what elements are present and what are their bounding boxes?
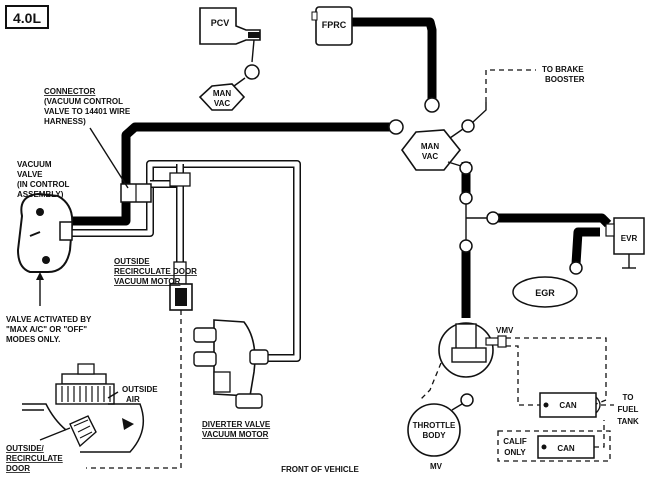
evr-label: EVR xyxy=(621,234,638,243)
fuel-tank-label-2: FUEL xyxy=(618,405,639,414)
recirc-door-label-1: OUTSIDE/ xyxy=(6,444,45,453)
man-vac-mid: MAN VAC xyxy=(401,129,462,171)
recirc-motor-label-2: RECIRCULATE DOOR xyxy=(114,267,197,276)
evr-solenoid: EVR xyxy=(605,217,645,269)
recirc-door-motor xyxy=(86,261,193,469)
manvac-left-node xyxy=(388,119,404,135)
manvac-upper-right-node xyxy=(461,119,475,133)
man-vac-top-label-2: VAC xyxy=(214,99,231,108)
connector-desc-1: (VACUUM CONTROL xyxy=(44,97,123,106)
egr-valve xyxy=(512,276,578,308)
canister-1: CAN xyxy=(539,392,601,418)
calif-only-label-2: ONLY xyxy=(504,448,526,457)
egr-label: EGR xyxy=(535,288,555,298)
man-vac-top: MAN VAC xyxy=(198,83,246,111)
valve-activated-2: "MAX A/C" OR "OFF" xyxy=(6,325,87,334)
brake-booster-label-2: BOOSTER xyxy=(545,75,585,84)
junction-node-3 xyxy=(486,211,500,225)
brake-booster-label-1: TO BRAKE xyxy=(542,65,584,74)
canister-2: CAN CALIF ONLY xyxy=(497,430,611,462)
throttle-body xyxy=(407,403,461,457)
fprc-node xyxy=(424,97,440,113)
outside-air-label-1: OUTSIDE xyxy=(122,385,158,394)
junction-node-1 xyxy=(459,191,473,205)
pcv-node xyxy=(244,64,260,80)
mv-label: MV xyxy=(430,462,443,471)
vmv-valve: VMV xyxy=(438,322,514,378)
valve-activated-3: MODES ONLY. xyxy=(6,335,60,344)
diverter-label-2: VACUUM MOTOR xyxy=(202,430,269,439)
recirc-motor-label-1: OUTSIDE xyxy=(114,257,150,266)
connector-desc-2: VALVE TO 14401 WIRE xyxy=(44,107,131,116)
pcv-valve: PCV xyxy=(199,7,261,63)
fuel-tank-label-1: TO xyxy=(623,393,634,402)
calif-only-label-1: CALIF xyxy=(503,437,527,446)
junction-node-2 xyxy=(459,239,473,253)
can-2-label: CAN xyxy=(557,444,575,453)
front-of-vehicle-label: FRONT OF VEHICLE xyxy=(281,465,359,474)
vacuum-valve-desc-2: ASSEMBLY) xyxy=(17,190,64,199)
vacuum-valve-label-2: VALVE xyxy=(17,170,43,179)
pcv-label: PCV xyxy=(211,18,230,28)
outside-air-label-2: AIR xyxy=(126,395,140,404)
man-vac-mid-label-1: MAN xyxy=(421,142,439,151)
fprc-label: FPRC xyxy=(322,20,347,30)
vacuum-valve xyxy=(16,192,74,273)
recirc-door-label-2: RECIRCULATE xyxy=(6,454,63,463)
egr-hose xyxy=(571,227,600,265)
evr-hose xyxy=(494,213,612,228)
manvac-lower-right-node xyxy=(459,161,473,175)
blower-assembly xyxy=(22,363,145,453)
engine-label-box: 4.0L xyxy=(5,5,49,29)
throttle-body-label-2: BODY xyxy=(422,431,446,440)
diverter-valve xyxy=(193,319,269,409)
fprc-regulator: FPRC xyxy=(311,6,353,46)
fuel-tank-label-3: TANK xyxy=(617,417,639,426)
vmv-label: VMV xyxy=(496,326,514,335)
recirc-motor-label-3: VACUUM MOTOR xyxy=(114,277,181,286)
diverter-label-1: DIVERTER VALVE xyxy=(202,420,271,429)
can-1-label: CAN xyxy=(559,401,577,410)
man-vac-mid-label-2: VAC xyxy=(422,152,439,161)
recirc-door-label-3: DOOR xyxy=(6,464,30,473)
engine-label: 4.0L xyxy=(13,10,41,26)
fprc-hose xyxy=(350,17,437,102)
egr-node xyxy=(569,261,583,275)
connector-desc-3: HARNESS) xyxy=(44,117,86,126)
connector-title: CONNECTOR xyxy=(44,87,96,96)
throttle-body-label-1: THROTTLE xyxy=(413,421,456,430)
vacuum-valve-label-1: VACUUM xyxy=(17,160,52,169)
tee-fitting xyxy=(169,172,191,187)
vacuum-valve-desc-1: (IN CONTROL xyxy=(17,180,70,189)
man-vac-top-label-1: MAN xyxy=(213,89,231,98)
valve-activated-1: VALVE ACTIVATED BY xyxy=(6,315,92,324)
throttle-node xyxy=(460,393,474,407)
main-vacuum-hose xyxy=(72,122,392,226)
